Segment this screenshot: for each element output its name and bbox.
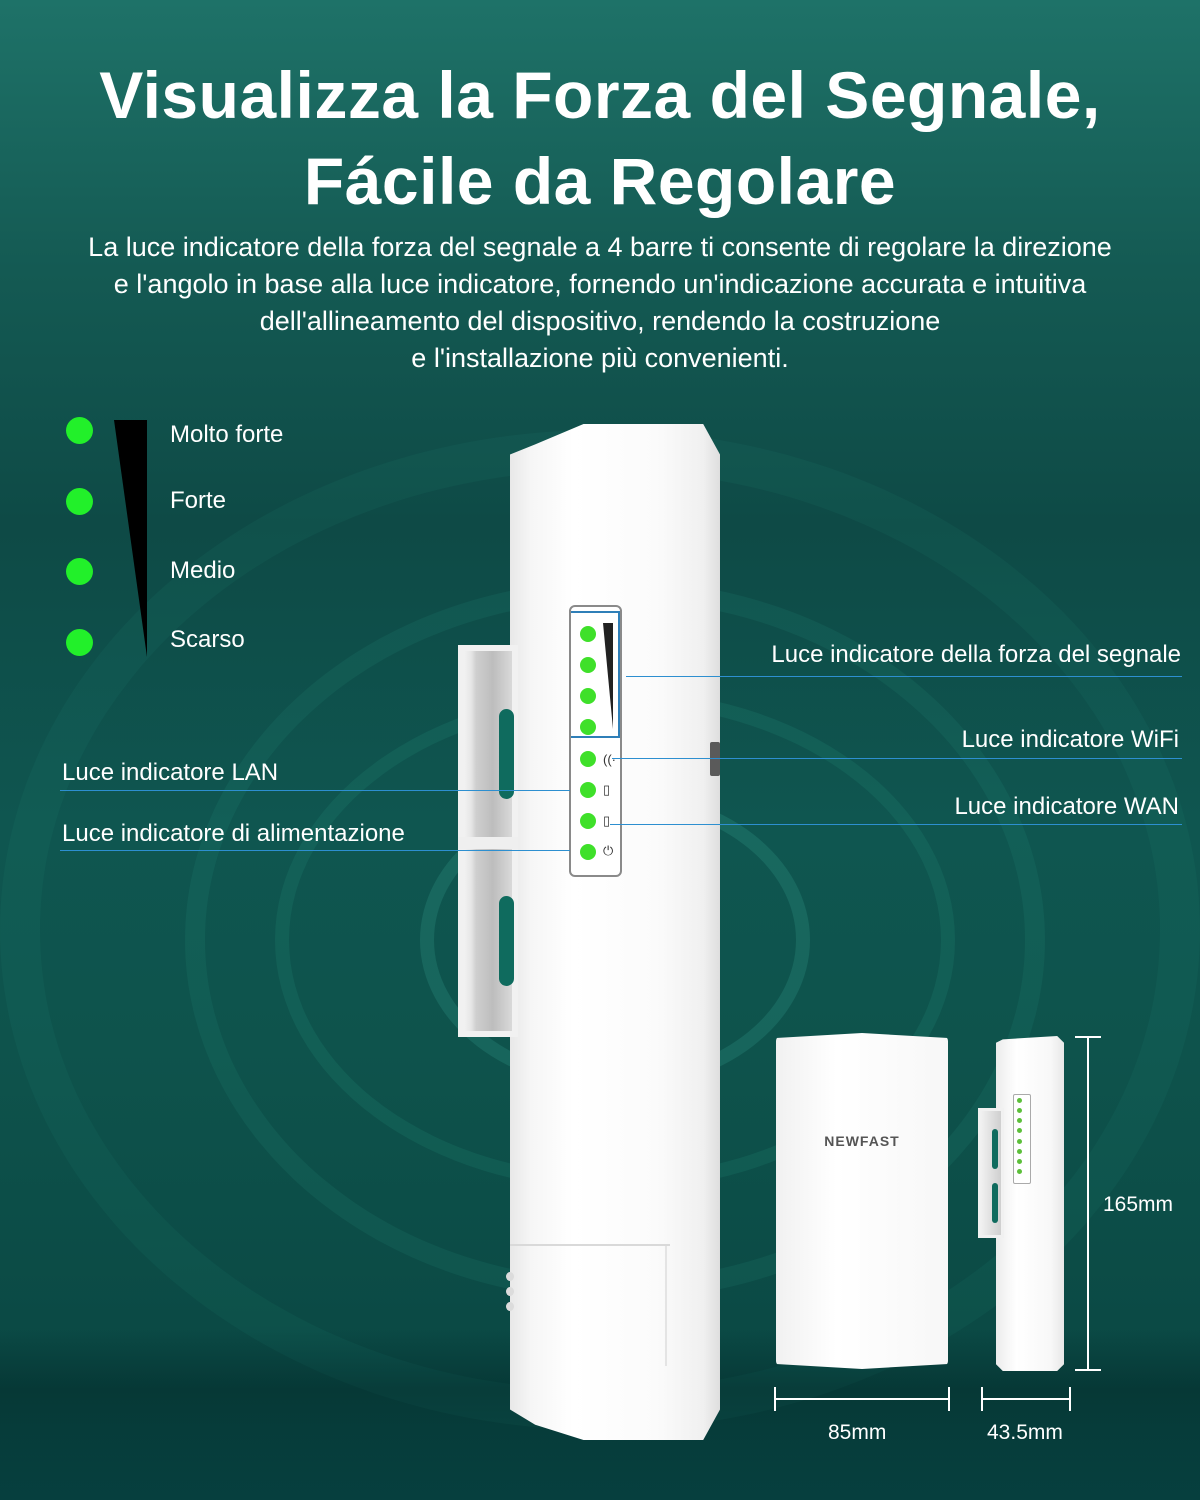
legend-label-very-strong: Molto forte: [170, 421, 284, 448]
callout-signal-strength: Luce indicatore della forza del segnale: [771, 641, 1181, 668]
dimension-tick: [774, 1387, 776, 1411]
device-seam-vertical: [665, 1246, 667, 1366]
width-dimension-line: [774, 1398, 950, 1400]
signal-led-4: [580, 719, 596, 735]
callout-wan: Luce indicatore WAN: [954, 793, 1179, 820]
device-front-view: NEWFAST: [776, 1033, 948, 1369]
description-line: e l'angolo in base alla luce indicatore,…: [113, 269, 1087, 299]
brand-logo: NEWFAST: [824, 1133, 900, 1149]
title-line-1: Visualizza la Forza del Segnale,: [99, 58, 1101, 132]
depth-dimension-line: [981, 1398, 1071, 1400]
dimension-tick: [1075, 1369, 1101, 1371]
lan-led: [580, 782, 596, 798]
side-view-led-panel: [1013, 1094, 1031, 1184]
bracket-slot: [499, 896, 514, 986]
signal-strength-leds-group: [571, 611, 620, 738]
depth-dimension-label: 43.5mm: [987, 1421, 1063, 1444]
description: La luce indicatore della forza del segna…: [0, 229, 1200, 377]
bracket-crossbar: [458, 837, 518, 849]
signal-wedge-icon: [603, 623, 613, 729]
legend-led-strong: [66, 488, 93, 515]
signal-led-2: [580, 657, 596, 673]
device-side-view: [996, 1036, 1064, 1371]
callout-wifi: Luce indicatore WiFi: [961, 726, 1179, 753]
page-title: Visualizza la Forza del Segnale, Fácile …: [0, 52, 1200, 224]
legend-led-very-strong: [66, 417, 93, 444]
callout-line-wifi: [612, 758, 1182, 759]
description-line: dell'allineamento del dispositivo, rende…: [259, 306, 941, 336]
height-dimension-label: 165mm: [1103, 1193, 1174, 1216]
legend-label-medium: Medio: [170, 557, 236, 584]
side-clip: [710, 742, 720, 776]
signal-wedge-icon: [114, 420, 147, 657]
legend-label-poor: Scarso: [170, 626, 245, 653]
bracket-slot: [499, 709, 514, 799]
signal-led-3: [580, 688, 596, 704]
dimension-tick: [981, 1387, 983, 1411]
power-icon: ⏻: [603, 843, 614, 858]
callout-line-wan: [610, 824, 1182, 825]
dimension-tick: [948, 1387, 950, 1411]
main-device-image: [506, 424, 720, 1440]
dimension-tick: [1069, 1387, 1071, 1411]
title-line-2: Fácile da Regolare: [303, 144, 897, 218]
wifi-icon: ((·: [603, 752, 616, 767]
power-led: [580, 844, 596, 860]
callout-line-signal: [626, 676, 1182, 677]
wan-led: [580, 813, 596, 829]
led-indicator-panel: ((· ▯ ▯ ⏻: [569, 605, 622, 877]
height-dimension-line: [1087, 1036, 1089, 1370]
legend-led-medium: [66, 558, 93, 585]
legend-led-poor: [66, 629, 93, 656]
device-seam: [510, 1244, 670, 1246]
wifi-led: [580, 751, 596, 767]
signal-led-1: [580, 626, 596, 642]
wan-port-icon: ▯: [603, 813, 611, 828]
callout-line-power: [60, 850, 570, 851]
lan-port-icon: ▯: [603, 782, 611, 797]
callout-line-lan: [60, 790, 570, 791]
callout-lan: Luce indicatore LAN: [62, 759, 279, 786]
width-dimension-label: 85mm: [828, 1421, 887, 1444]
description-line: e l'installazione più convenienti.: [411, 343, 789, 373]
side-view-bracket: [978, 1108, 1004, 1238]
description-line: La luce indicatore della forza del segna…: [88, 232, 1112, 262]
device-body: [510, 424, 720, 1440]
mounting-bracket: [458, 645, 518, 1037]
device-side-bumps: [506, 1272, 514, 1317]
dimension-tick: [1075, 1036, 1101, 1038]
signal-strength-legend: Molto forte Forte Medio Scarso: [66, 415, 386, 665]
callout-power: Luce indicatore di alimentazione: [62, 820, 405, 847]
legend-label-strong: Forte: [170, 487, 227, 514]
